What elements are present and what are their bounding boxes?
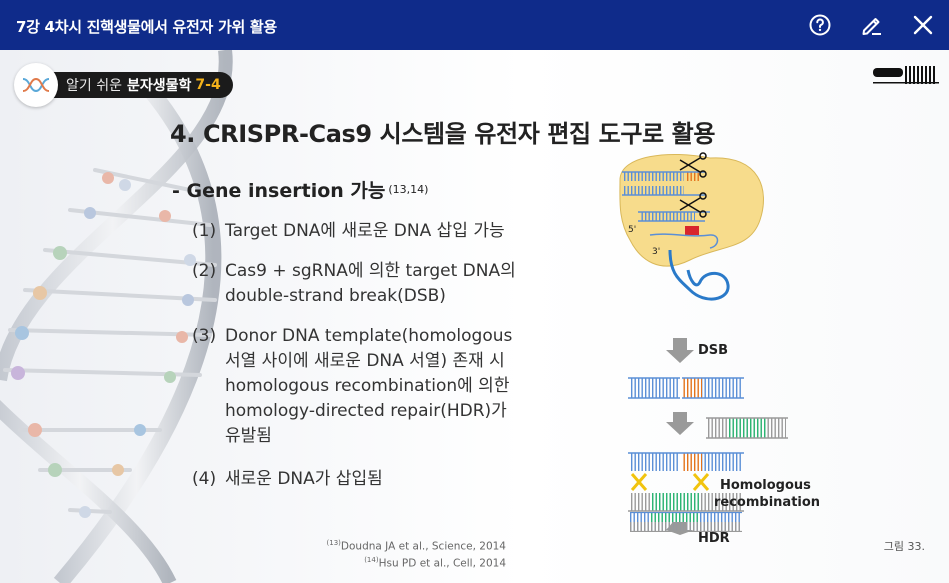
- list-item-number: (2): [192, 261, 217, 281]
- list-item-line: homologous recombination에 의한: [225, 376, 510, 396]
- scissors-icon: [679, 152, 707, 218]
- reference-text: Hsu PD et al., Cell, 2014: [378, 557, 506, 569]
- course-badge: 알기 쉬운 분자생물학 7-4: [14, 63, 233, 107]
- top-bar: 7강 4차시 진핵생물에서 유전자 가위 활용: [0, 0, 949, 50]
- cas9-protein: [619, 153, 764, 267]
- label-hdr: HDR: [698, 531, 730, 546]
- dsb-dna: [628, 377, 744, 399]
- list-item-number: (4): [192, 469, 217, 489]
- list-item: (1) Target DNA에 새로운 DNA 삽입 가능: [192, 219, 505, 244]
- target-dna: [622, 171, 719, 249]
- references: (13)Doudna JA et al., Science, 2014 (14)…: [300, 537, 506, 570]
- label-recombination: recombination: [714, 495, 821, 510]
- reference-sup: (13): [326, 539, 341, 547]
- course-name-bold: 분자생물학: [126, 78, 192, 94]
- list-item-line: Target DNA에 새로운 DNA 삽입 가능: [225, 221, 505, 241]
- list-item-number: (3): [192, 326, 217, 346]
- lecture-slide: 알기 쉬운 분자생물학 7-4 4. CRISPR-Cas9 시스템을 유전자 …: [0, 50, 949, 583]
- arrow-down-icon: [666, 338, 694, 363]
- brand-logo-icon: [873, 66, 939, 84]
- course-name-light: 알기 쉬운: [66, 78, 122, 94]
- list-item: (3) Donor DNA template(homologous 서열 사이에…: [192, 324, 512, 446]
- label-3-prime: 3': [652, 247, 660, 257]
- reference-line: (14)Hsu PD et al., Cell, 2014: [300, 554, 506, 571]
- list-item-line: 서열 사이에 새로운 DNA 서열) 존재 시: [225, 351, 505, 371]
- list-item-line: double-strand break(DSB): [225, 286, 446, 306]
- list-item-line: 유발됨: [225, 426, 272, 446]
- pencil-icon[interactable]: [859, 12, 885, 38]
- reference-sup: (14): [364, 555, 379, 564]
- label-dsb: DSB: [698, 343, 729, 358]
- figure-number: 그림 33.: [883, 540, 925, 553]
- bullet-heading-text: - Gene insertion 가능: [172, 180, 386, 202]
- donor-dna: [706, 417, 788, 439]
- reference-line: (13)Doudna JA et al., Science, 2014: [300, 537, 506, 554]
- recombination-dna: [628, 452, 744, 512]
- lecture-title: 7강 4차시 진핵생물에서 유전자 가위 활용: [16, 18, 277, 36]
- list-item-line: Donor DNA template(homologous: [225, 326, 513, 346]
- sgrna-loop: [668, 249, 730, 301]
- help-icon[interactable]: [807, 12, 833, 38]
- list-item-line: homology-directed repair(HDR)가: [225, 401, 507, 421]
- list-item: (4) 새로운 DNA가 삽입됨: [192, 467, 383, 492]
- hdr-product-dna: [630, 512, 742, 532]
- diagram-graphic: 5' 3': [619, 152, 788, 535]
- label-5-prime: 5': [628, 225, 636, 235]
- crispr-hdr-diagram: 5' 3': [610, 150, 830, 546]
- list-item: (2) Cas9 + sgRNA에 의한 target DNA의 double-…: [192, 259, 516, 306]
- list-item-number: (1): [192, 221, 217, 241]
- course-name: 알기 쉬운 분자생물학 7-4: [44, 72, 233, 98]
- slide-title: 4. CRISPR-Cas9 시스템을 유전자 편집 도구로 활용: [170, 120, 716, 148]
- lesson-number: 7-4: [195, 77, 221, 93]
- dna-logo-icon: [14, 63, 58, 107]
- list-item-line: Cas9 + sgRNA에 의한 target DNA의: [225, 261, 516, 281]
- label-homologous: Homologous: [720, 478, 811, 493]
- bullet-heading: - Gene insertion 가능(13,14): [172, 176, 428, 203]
- list-item-line: 새로운 DNA가 삽입됨: [225, 469, 383, 489]
- bullet-citation: (13,14): [388, 183, 429, 196]
- arrow-down-icon: [666, 412, 694, 435]
- close-icon[interactable]: [910, 12, 936, 38]
- reference-text: Doudna JA et al., Science, 2014: [340, 540, 506, 553]
